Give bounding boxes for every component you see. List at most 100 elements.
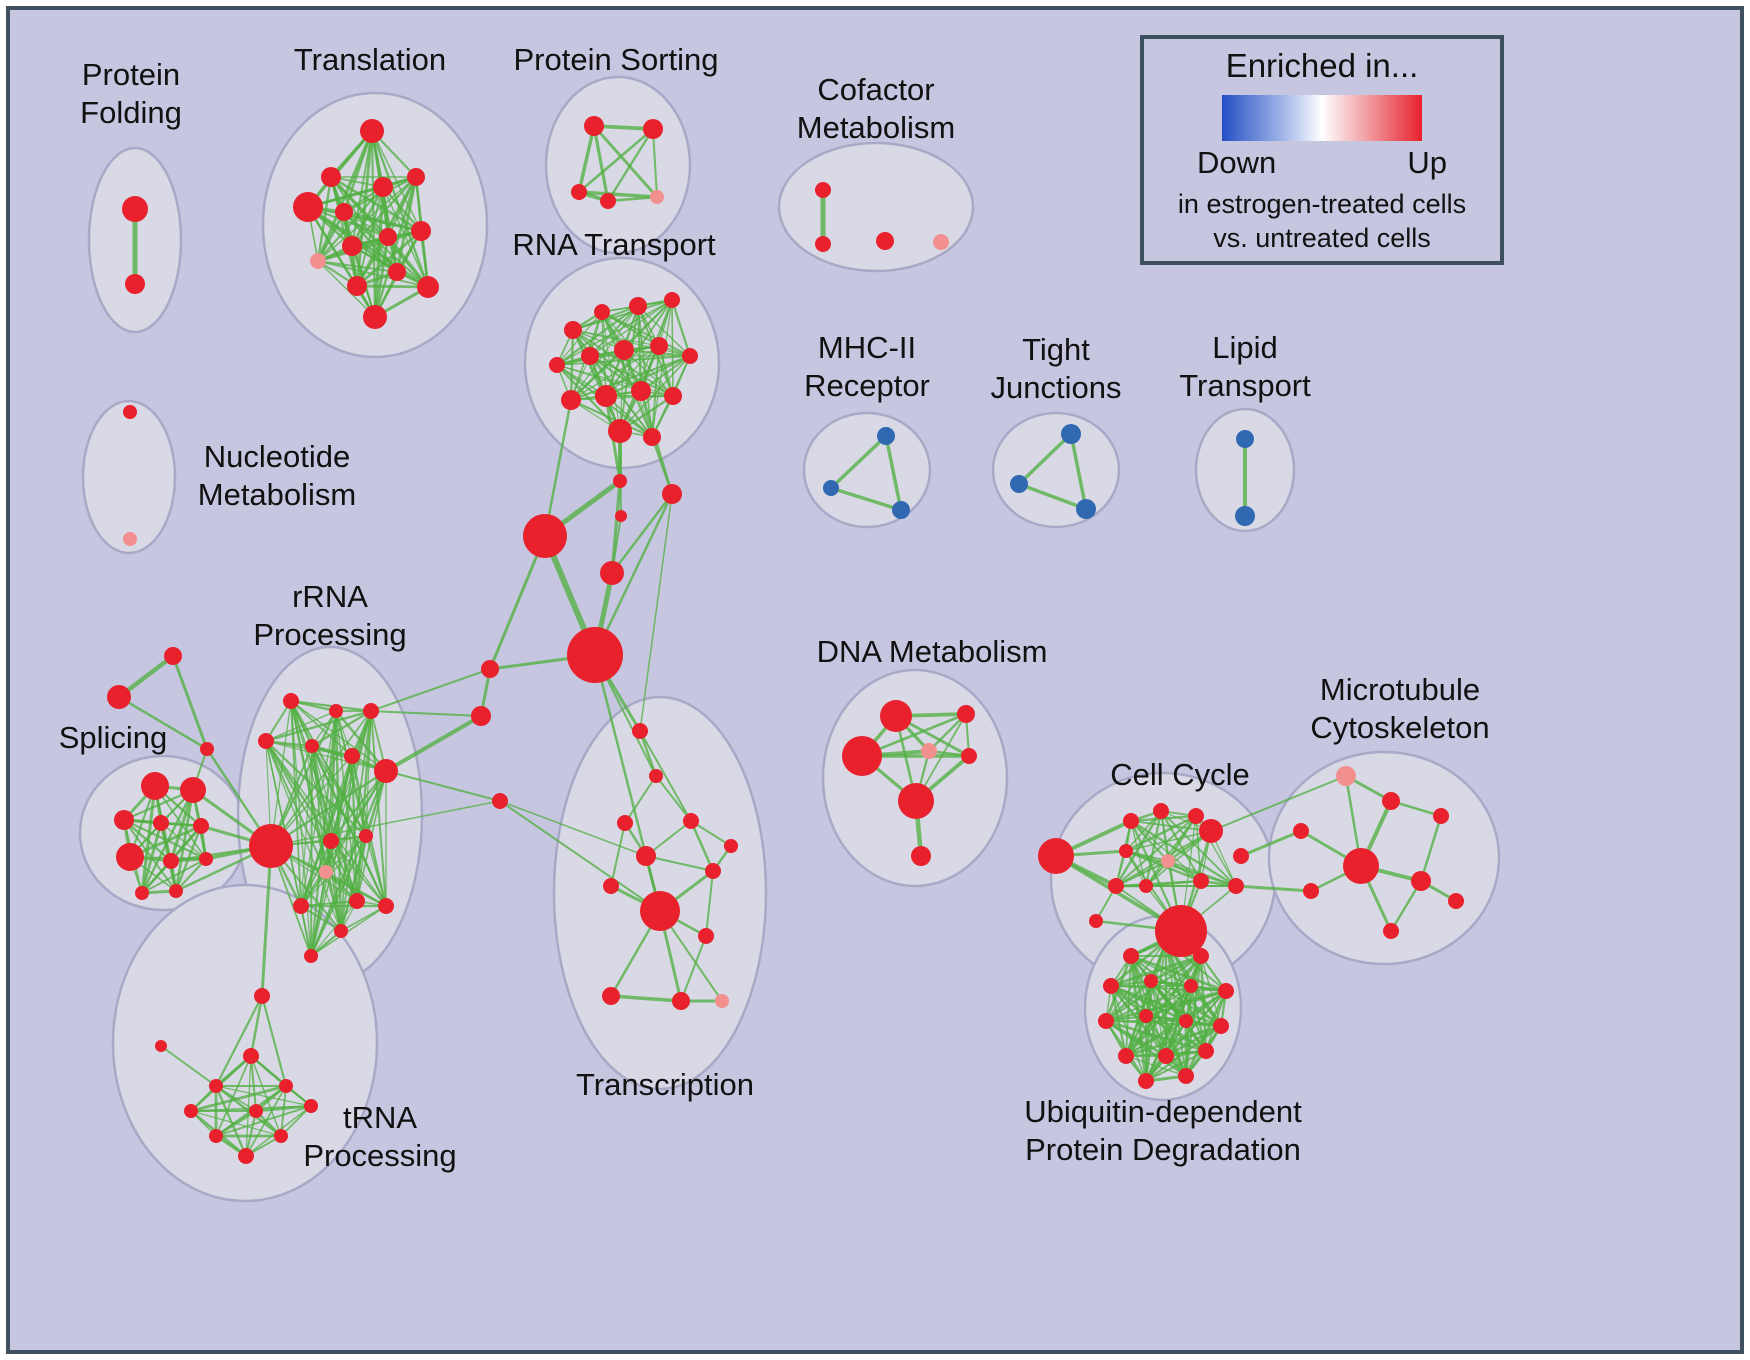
network-node[interactable] [523,514,567,558]
network-node[interactable] [471,706,491,726]
network-node[interactable] [141,772,169,800]
network-node[interactable] [823,480,839,496]
network-node[interactable] [632,723,648,739]
network-node[interactable] [617,815,633,831]
network-node[interactable] [643,119,663,139]
network-node[interactable] [682,348,698,364]
network-node[interactable] [492,793,508,809]
network-node[interactable] [1108,878,1124,894]
network-node[interactable] [561,390,581,410]
network-node[interactable] [199,852,213,866]
network-node[interactable] [705,863,721,879]
network-node[interactable] [631,381,651,401]
network-node[interactable] [258,733,274,749]
network-node[interactable] [1218,983,1234,999]
network-node[interactable] [373,177,393,197]
network-node[interactable] [153,815,169,831]
network-node[interactable] [650,190,664,204]
network-node[interactable] [304,949,318,963]
network-node[interactable] [664,292,680,308]
network-node[interactable] [411,221,431,241]
network-node[interactable] [613,474,627,488]
network-node[interactable] [672,992,690,1010]
network-node[interactable] [608,419,632,443]
network-node[interactable] [662,484,682,504]
network-node[interactable] [600,193,616,209]
network-node[interactable] [1343,848,1379,884]
network-node[interactable] [379,228,397,246]
network-node[interactable] [344,748,360,764]
network-node[interactable] [1123,813,1139,829]
network-node[interactable] [349,893,365,909]
network-node[interactable] [643,428,661,446]
network-node[interactable] [1293,823,1309,839]
network-node[interactable] [321,167,341,187]
network-node[interactable] [1303,883,1319,899]
network-node[interactable] [1193,873,1209,889]
network-node[interactable] [698,928,714,944]
network-node[interactable] [1382,792,1400,810]
network-node[interactable] [125,274,145,294]
network-node[interactable] [571,184,587,200]
network-node[interactable] [293,898,309,914]
network-node[interactable] [209,1129,223,1143]
network-node[interactable] [163,853,179,869]
network-node[interactable] [815,236,831,252]
network-node[interactable] [1188,808,1204,824]
network-node[interactable] [715,994,729,1008]
network-node[interactable] [921,743,937,759]
network-node[interactable] [310,253,326,269]
network-node[interactable] [1158,1048,1174,1064]
network-node[interactable] [664,387,682,405]
network-node[interactable] [1178,1068,1194,1084]
network-node[interactable] [293,192,323,222]
network-node[interactable] [1038,838,1074,874]
network-node[interactable] [1184,979,1198,993]
network-node[interactable] [305,739,319,753]
network-node[interactable] [615,510,627,522]
network-node[interactable] [650,337,668,355]
network-node[interactable] [892,501,910,519]
network-node[interactable] [957,705,975,723]
network-node[interactable] [933,234,949,250]
network-node[interactable] [347,276,367,296]
network-node[interactable] [614,340,634,360]
network-node[interactable] [180,777,206,803]
network-node[interactable] [374,759,398,783]
network-node[interactable] [304,1099,318,1113]
network-node[interactable] [1118,1048,1134,1064]
network-node[interactable] [193,818,209,834]
network-node[interactable] [1236,430,1254,448]
network-node[interactable] [1139,1009,1153,1023]
network-node[interactable] [334,924,348,938]
network-node[interactable] [342,236,362,256]
network-node[interactable] [388,263,406,281]
network-node[interactable] [123,405,137,419]
network-node[interactable] [877,427,895,445]
network-node[interactable] [564,321,582,339]
network-node[interactable] [880,700,912,732]
network-node[interactable] [1139,879,1153,893]
network-node[interactable] [640,891,680,931]
network-node[interactable] [1228,878,1244,894]
network-node[interactable] [1119,844,1133,858]
network-node[interactable] [1235,506,1255,526]
network-node[interactable] [363,703,379,719]
network-node[interactable] [1448,893,1464,909]
network-node[interactable] [1179,1014,1193,1028]
network-node[interactable] [1193,948,1209,964]
network-node[interactable] [581,347,599,365]
network-node[interactable] [584,116,604,136]
network-node[interactable] [683,813,699,829]
network-node[interactable] [898,783,934,819]
network-node[interactable] [1233,848,1249,864]
network-node[interactable] [283,693,299,709]
network-node[interactable] [815,182,831,198]
network-node[interactable] [1198,1043,1214,1059]
network-node[interactable] [378,898,394,914]
network-node[interactable] [961,748,977,764]
network-node[interactable] [209,1079,223,1093]
network-node[interactable] [319,865,333,879]
network-node[interactable] [1433,808,1449,824]
network-node[interactable] [238,1148,254,1164]
